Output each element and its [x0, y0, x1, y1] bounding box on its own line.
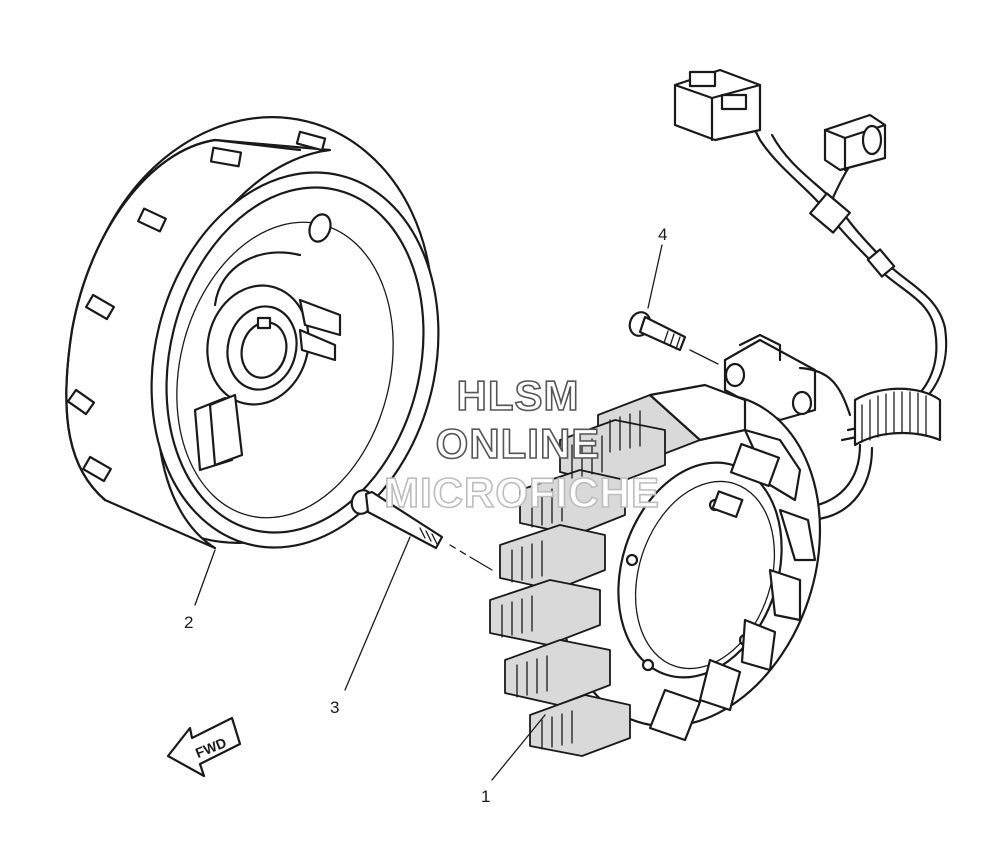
flywheel-rotor — [65, 116, 440, 550]
leader-line-4 — [647, 244, 663, 309]
stator-assembly — [489, 383, 822, 757]
watermark-line-1: HLSM — [457, 372, 580, 419]
leader-line-1 — [491, 714, 546, 781]
callout-2: 2 — [184, 613, 193, 632]
callout-1: 1 — [481, 787, 490, 806]
callout-4: 4 — [658, 225, 667, 244]
watermark-line-3: MICROFICHE — [384, 469, 660, 516]
watermark-line-2: ONLINE — [436, 420, 601, 467]
leader-line-3 — [344, 536, 411, 691]
fwd-arrow: FWD — [166, 716, 242, 778]
watermark: HLSM ONLINE MICROFICHE — [383, 371, 660, 517]
callout-3: 3 — [330, 698, 339, 717]
small-bolt — [628, 311, 719, 365]
leader-line-2 — [194, 549, 216, 606]
long-bolt — [350, 489, 493, 571]
